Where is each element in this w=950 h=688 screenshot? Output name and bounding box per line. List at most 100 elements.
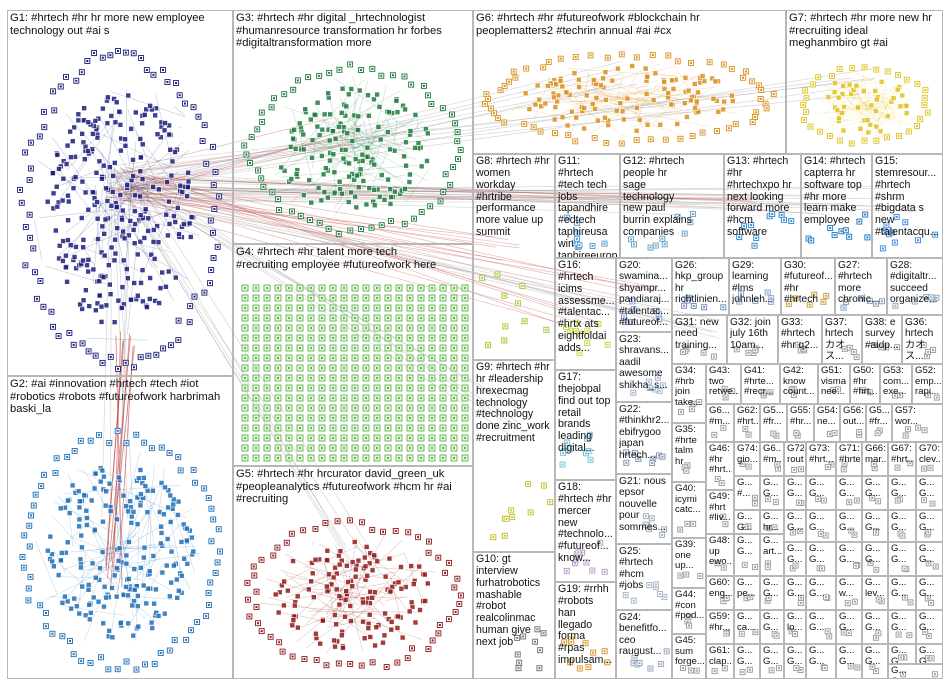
group-panel-g66: G6... #m...: [760, 442, 784, 476]
group-panel-g62: G61: clap...: [706, 644, 734, 679]
group-panel-g36: G36: hrtech カオス...: [902, 315, 943, 364]
group-gs17-label: G... G...: [919, 478, 935, 499]
group-panel-g52: G52: emp... rapi...: [912, 364, 943, 404]
group-gs12-label: G... G...: [787, 478, 803, 499]
group-g33-label: G33: #hrtech #hr q2...: [781, 317, 819, 351]
group-g18-label: G18: #hrtech #hr mercer new #technolo...…: [558, 482, 613, 565]
group-panel-g1: G1: #hrtech #hr hr more new employee tec…: [7, 10, 233, 376]
group-panel-gs34: G... G...: [806, 576, 836, 610]
group-gs5-label: G... G...: [839, 646, 855, 667]
group-gs26-node-cluster: [789, 562, 799, 572]
group-gs8-label: G... ca...: [737, 612, 756, 633]
group-g18-node-cluster: [563, 539, 608, 575]
group-g48-label: G48: up ewo...: [709, 536, 732, 568]
group-panel-gs33: G... G...: [784, 576, 806, 610]
group-panel-g24: G24: benefitfo... ceo raugust...: [616, 610, 672, 679]
group-g12-label: G12: #hrtech people hr sage technology n…: [623, 156, 692, 239]
group-panel-g20: G20: swamina... shyampr... pandiaraj... …: [616, 258, 672, 332]
group-g27-label: G27: #hrtech more chronic...: [838, 260, 880, 306]
group-g41-node-cluster: [760, 389, 774, 399]
group-g8-label: G8: #hrtech #hr women workday #hrtribe p…: [476, 156, 550, 239]
group-panel-g58: G5... #fr...: [866, 404, 892, 442]
group-panel-g50: G50: #hr #hrt...: [850, 364, 880, 404]
group-gs32-node-cluster: [764, 594, 772, 604]
group-gs37-node-cluster: [771, 631, 780, 639]
group-g63-label: G62: #hrt...: [737, 406, 758, 427]
group-g22-label: G22: #thinkhr2... ebifrygoo japan hrtech…: [619, 404, 670, 461]
group-gs18-label: G... G...: [737, 512, 753, 533]
group-g43-node-cluster: [721, 385, 736, 401]
group-g43-label: G43: two retwe...: [709, 366, 739, 398]
group-g17-label: G17: thejobpal find out top retail brand…: [558, 372, 611, 455]
group-panel-g39: G39: one up...: [672, 538, 706, 588]
group-g37-label: G37: hrtech カオス...: [825, 317, 854, 363]
group-panel-g28: G28: #digitaltr... succeed organize...: [887, 258, 943, 315]
group-g29-node-cluster: [736, 289, 775, 305]
group-panel-g18: G18: #hrtech #hr mercer new #technolo...…: [555, 480, 616, 582]
group-panel-g25: G25: #hrtech #hcm #jobs: [616, 544, 672, 610]
group-g16-label: G16: #hrtech icims assessme... #talentac…: [558, 260, 614, 355]
group-panel-gx8: G... G...: [784, 644, 806, 679]
group-gs7-label: G... pe...: [737, 578, 756, 599]
group-g1-label: G1: #hrtech #hr hr more new employee tec…: [10, 12, 205, 37]
group-gs1-label: G74: gio...: [737, 444, 758, 465]
group-panel-gs29: G... G...: [862, 542, 888, 576]
group-panel-gs8: G... ca...: [734, 610, 760, 644]
group-gs14-node-cluster: [846, 497, 860, 506]
group-gs35-node-cluster: [901, 594, 914, 606]
group-panel-g29: G29: learning #lms johnleh...: [729, 258, 781, 315]
group-panel-gs7: G... pe...: [734, 576, 760, 610]
group-g5-label: G5: #hrtech #hr hrcurator david_green_uk…: [236, 468, 452, 506]
group-panel-gs37: G... G...: [760, 610, 784, 644]
group-panel-g55: G55: #hr...: [787, 404, 814, 442]
group-gs16-label: G... G...: [891, 478, 907, 499]
group-panel-g9: G9: #hrtech #hr hr #leadership hrexecmag…: [473, 360, 555, 552]
group-panel-gs13: G... G...: [806, 476, 836, 510]
group-g42-label: G42: know count...: [783, 366, 815, 398]
group-gs36-node-cluster: [924, 595, 935, 606]
group-g28-label: G28: #digitaltr... succeed organize...: [890, 260, 938, 306]
group-g15-label: G15: stemresour... #hrtech #shrm #bigdat…: [875, 156, 939, 239]
group-gs19-node-cluster: [789, 527, 804, 536]
group-gs33-node-cluster: [797, 594, 805, 606]
group-gs28-label: G... G...: [839, 544, 855, 565]
group-g9-label: G9: #hrtech #hr hr #leadership hrexecmag…: [476, 362, 550, 445]
group-panel-g38: G38: e survey #aidp...: [862, 315, 902, 364]
group-gs30-node-cluster: [901, 565, 910, 573]
group-g55-label: G55: #hr...: [790, 406, 812, 427]
group-gs6-label: G... hr...: [763, 512, 779, 533]
group-panel-g59: G5... #fr...: [760, 404, 787, 442]
group-panel-g2: G2: #ai #innovation #hrtech #tech #iot #…: [7, 376, 233, 679]
group-gs19-label: G... G...: [787, 512, 803, 533]
group-panel-gs9: G... w...: [836, 576, 862, 610]
group-g58-label: G5... #fr...: [869, 406, 890, 427]
group-gs20-node-cluster: [817, 530, 829, 539]
group-panel-g73: G72: rout...: [784, 442, 806, 476]
group-g5-node-cluster: [244, 517, 464, 670]
group-gx2-label: G... G...: [839, 612, 855, 633]
group-g11-node-cluster: [564, 214, 608, 251]
group-g57-label: G57: wor...: [895, 406, 918, 427]
group-panel-g5: G5: #hrtech #hr hrcurator david_green_uk…: [233, 466, 473, 679]
group-g25-node-cluster: [622, 581, 668, 604]
group-gs15-node-cluster: [869, 495, 882, 505]
group-panel-gs14: G... G...: [836, 476, 862, 510]
group-panel-g15: G15: stemresour... #hrtech #shrm #bigdat…: [872, 154, 943, 258]
group-g13-label: G13: #hrtech #hr #hrtechxpo hr next look…: [727, 156, 792, 239]
group-gs36-label: G... G...: [919, 578, 935, 599]
group-g49-label: G49: #hrt #liv...: [709, 492, 731, 524]
group-gs1-node-cluster: [739, 460, 752, 470]
group-panel-gs12: G... G...: [784, 476, 806, 510]
group-gs30-label: G... G...: [891, 544, 907, 565]
group-gs20-label: G... G...: [809, 512, 825, 533]
group-gs2-node-cluster: [764, 560, 771, 571]
group-gx3-node-cluster: [873, 630, 882, 641]
group-panel-gs36: G... G...: [916, 576, 943, 610]
group-gs33-label: G... G...: [787, 578, 803, 599]
group-panel-g61: G60: eng...: [706, 576, 734, 610]
group-g35-node-cluster: [681, 462, 691, 474]
group-g44-label: G44: #con #pod...: [675, 590, 704, 622]
group-g74-node-cluster: [824, 461, 835, 471]
group-gx8-node-cluster: [793, 665, 804, 674]
group-panel-gs22: G... G...: [862, 510, 888, 542]
